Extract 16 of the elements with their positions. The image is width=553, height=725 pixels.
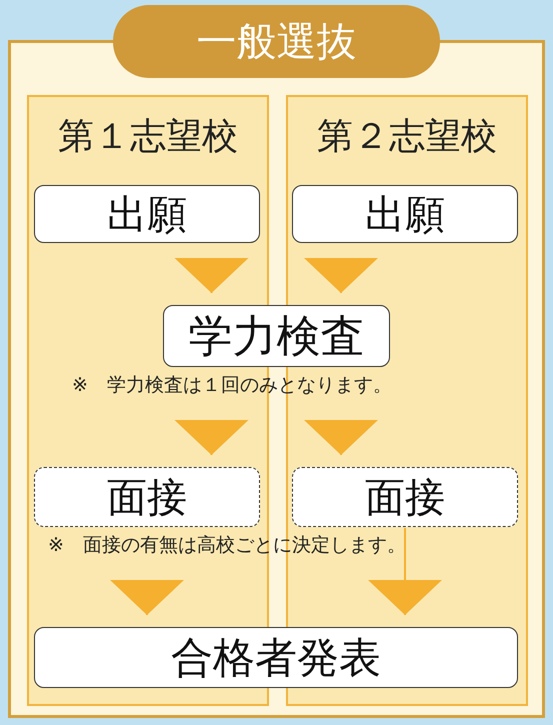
step-box: 出願 <box>34 185 260 243</box>
chevron-arrow <box>304 420 378 455</box>
chevron-arrow <box>368 528 442 615</box>
optional-step-box: 面接 <box>34 467 260 527</box>
chevron-arrow <box>174 420 248 455</box>
chevron-arrow <box>174 258 248 293</box>
chevron-arrow <box>304 258 378 293</box>
step-box: 学力検査 <box>163 305 390 367</box>
step-box: 合格者発表 <box>34 627 518 688</box>
note-text: ※ 学力検査は１回のみとなります。 <box>72 373 392 398</box>
column-heading: 第１志望校 <box>57 115 239 159</box>
column-heading: 第２志望校 <box>316 115 498 159</box>
chevron-arrow <box>110 580 184 615</box>
title-tab: 一般選抜 <box>113 5 440 78</box>
step-box: 出願 <box>292 185 518 243</box>
optional-step-box: 面接 <box>292 467 518 527</box>
